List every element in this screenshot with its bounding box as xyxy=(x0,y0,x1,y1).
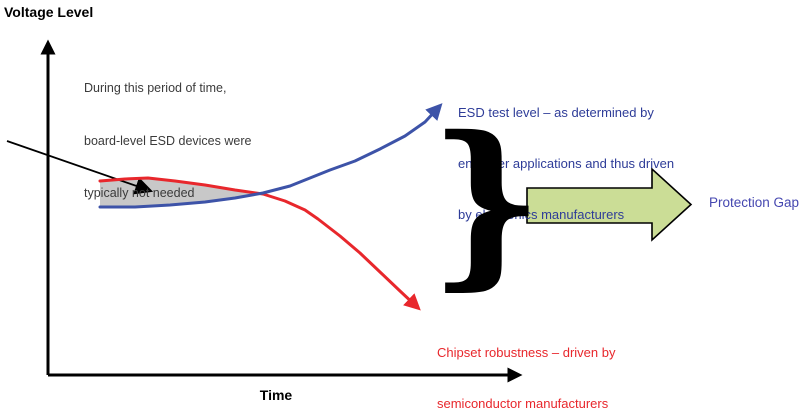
note-line-2: board-level ESD devices were xyxy=(84,133,252,148)
protection-gap-arrow xyxy=(526,167,693,242)
protection-gap-label: Protection Gap xyxy=(709,195,800,210)
chipset-robustness-curve xyxy=(98,176,421,311)
note-line-3: typically not needed xyxy=(84,186,195,200)
esd-test-level-curve xyxy=(98,103,443,209)
curly-brace: } xyxy=(429,97,544,306)
x-axis-label: Time xyxy=(259,387,293,403)
esd-label-line-1: ESD test level – as determined by xyxy=(458,105,654,120)
esd-label-line-2: end-user applications and thus driven xyxy=(458,156,675,171)
chipset-label-line-1: Chipset robustness – driven by xyxy=(437,345,616,360)
note-arrow xyxy=(6,140,154,195)
esd-label-line-3: by electronics manufacturers xyxy=(458,207,625,222)
note-line-1: During this period of time, xyxy=(84,81,227,95)
chipset-label-line-2: semiconductor manufacturers xyxy=(437,396,609,410)
y-axis-label: Voltage Level xyxy=(4,4,94,20)
note-text: During this period of time, board-level … xyxy=(84,45,251,238)
esd-curve-label: ESD test level – as determined by end-us… xyxy=(458,70,674,257)
chipset-curve-label: Chipset robustness – driven by semicondu… xyxy=(437,310,615,410)
